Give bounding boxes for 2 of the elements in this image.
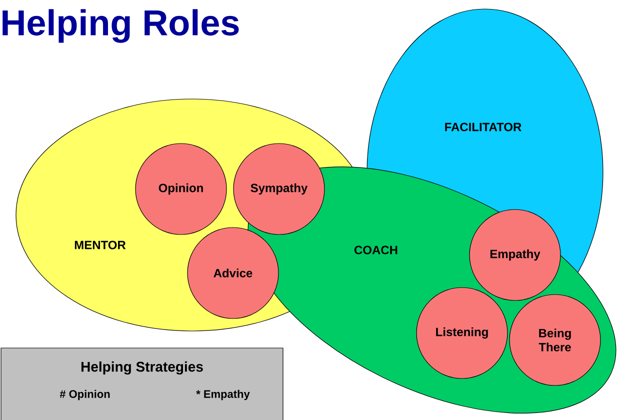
- legend-box: Helping Strategies # Opinion * Empathy: [0, 348, 284, 420]
- title: Helping Roles: [2, 9, 239, 43]
